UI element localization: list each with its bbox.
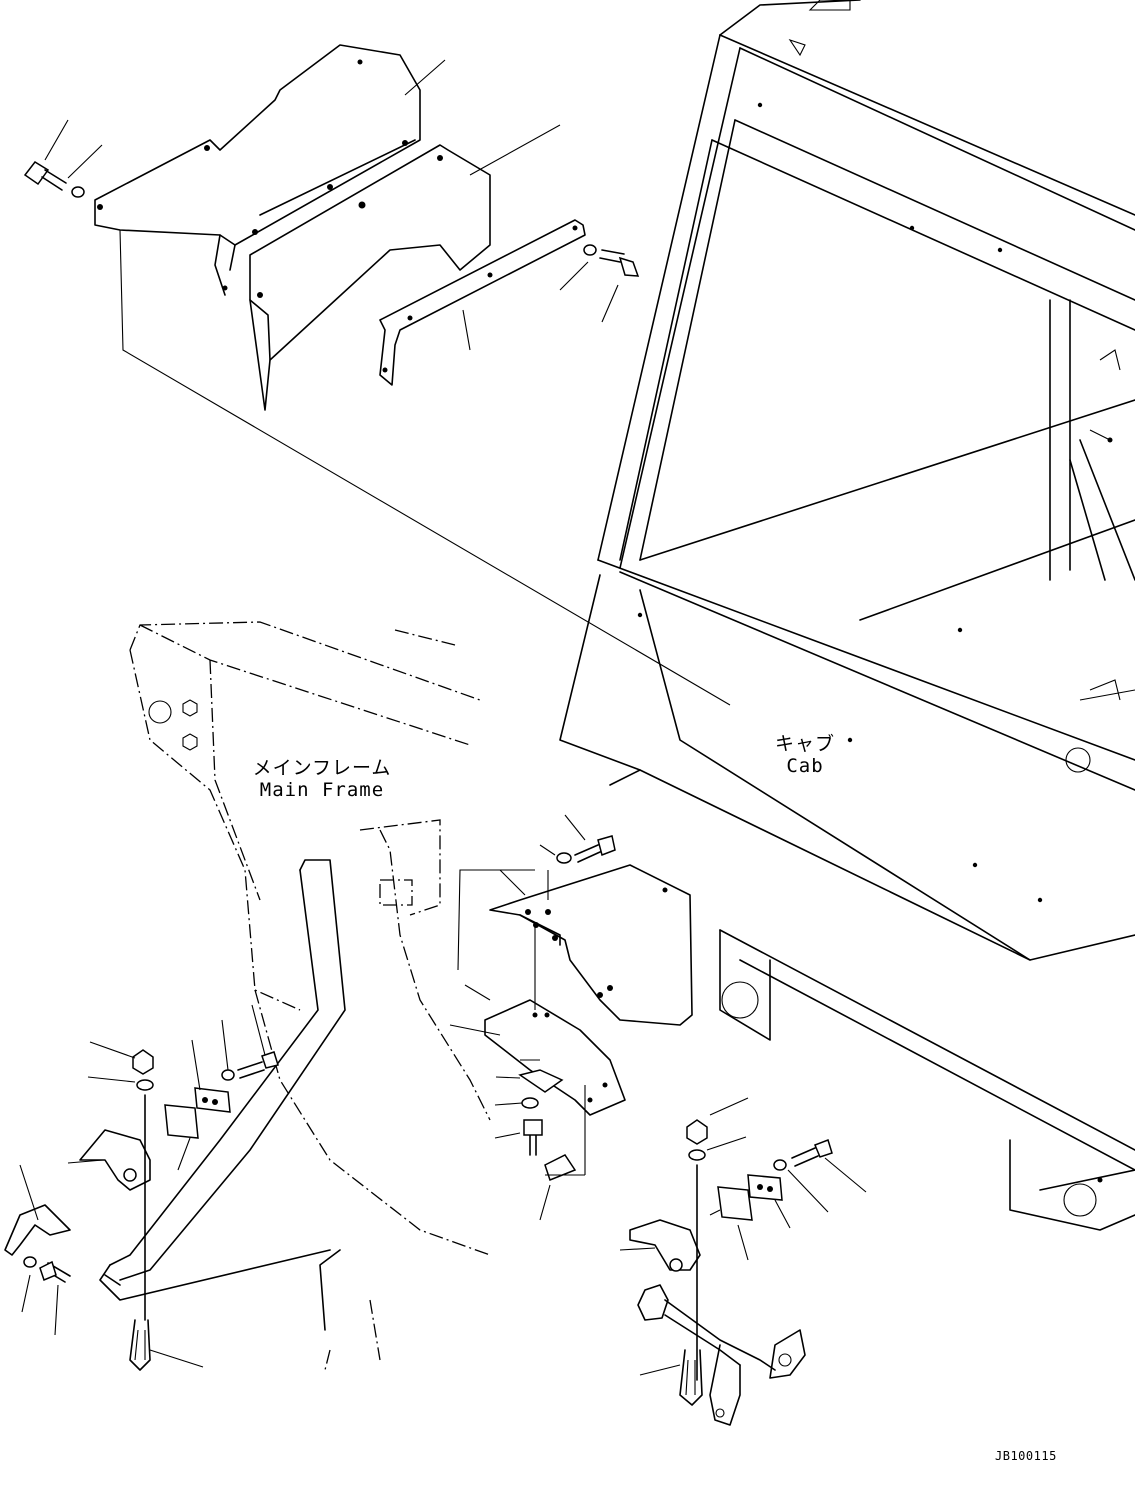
- drawing-code: JB100115: [995, 1449, 1057, 1463]
- main-frame-outline: [129, 621, 491, 1371]
- left-clamp-assembly: [4, 1004, 279, 1371]
- cab-frame: [559, 0, 1135, 1231]
- cab-label: キャブ Cab: [770, 733, 840, 777]
- right-clamp-assembly: [619, 1097, 867, 1426]
- center-bracket-assembly: [449, 814, 693, 1221]
- main-frame-label-en: Main Frame: [259, 779, 385, 801]
- cab-label-en: Cab: [786, 755, 824, 777]
- main-frame-label: メインフレーム Main Frame: [252, 757, 392, 801]
- cab-label-jp: キャブ: [774, 733, 835, 755]
- upper-cover-assembly: [23, 44, 731, 706]
- hose-lines: [99, 859, 346, 1331]
- main-frame-label-jp: メインフレーム: [252, 757, 392, 779]
